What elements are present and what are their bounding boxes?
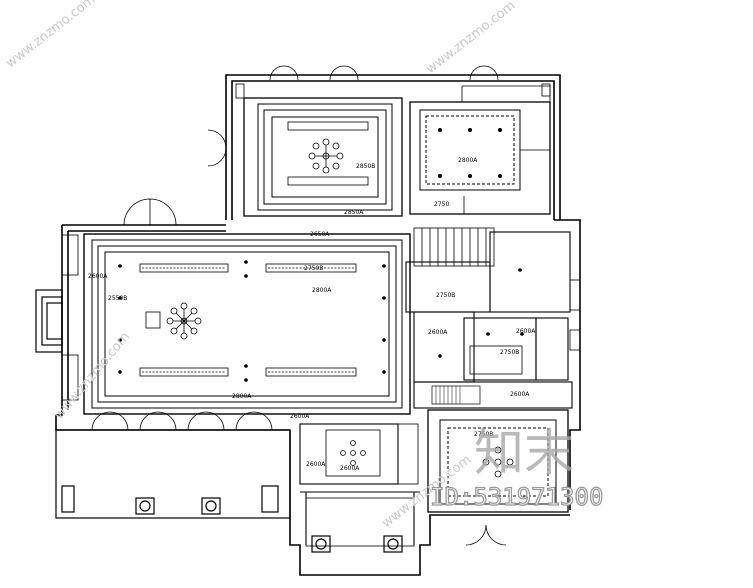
bay-window: [35, 289, 63, 353]
label-corridor-left: 2600A: [88, 273, 108, 280]
watermark-id: ID:531971300: [430, 483, 603, 511]
label-small-room: 2600A: [428, 329, 448, 336]
label-dining-edge: 2850A: [344, 209, 364, 216]
right-side-rooms: [413, 231, 573, 409]
watermark-site-2: www.znzmo.com: [423, 0, 518, 77]
chandelier-study: [482, 446, 514, 478]
label-side: 2750B: [436, 292, 455, 299]
watermark-logo: 知末: [474, 424, 574, 482]
label-corridor: 2650A: [310, 231, 330, 238]
label-bath-left: 2600A: [306, 461, 326, 468]
label-living-left: 2550B: [108, 295, 127, 302]
label-living: 2800A: [312, 287, 332, 294]
lower-middle-rooms: [299, 423, 420, 547]
label-right-mid: 2600A: [516, 328, 536, 335]
label-living-bottom: 2800A: [232, 393, 252, 400]
downlights-upper-right: [438, 128, 502, 178]
top-wall-detail: [61, 83, 581, 401]
door-swings: [91, 65, 507, 546]
label-upper-right-2: 2750: [434, 201, 449, 208]
outer-walls: [55, 74, 581, 576]
linear-light-rows: [139, 263, 357, 377]
label-study: 2750B: [474, 431, 493, 438]
label-living-top: 2750B: [304, 265, 323, 272]
chandelier-main: [145, 302, 202, 340]
living-room-ceiling: [83, 233, 411, 415]
label-toilet: 2750B: [500, 349, 519, 356]
chandelier-dining: [308, 138, 344, 174]
staircase: [405, 227, 495, 313]
room-labels: 2850B 2850A 2800A 2750 2650A 2750B 2800A…: [88, 157, 536, 472]
label-upper-right: 2800A: [458, 157, 478, 164]
downlights-living: [118, 260, 386, 382]
label-bath: 2600A: [340, 465, 360, 472]
dining-ceiling: [243, 97, 403, 217]
label-dining: 2850B: [356, 163, 375, 170]
watermark-site-1: www.znzmo.com: [3, 0, 98, 71]
terrace: [55, 429, 403, 553]
label-corridor-right: 2600A: [510, 391, 530, 398]
label-terrace: 2600A: [290, 413, 310, 420]
upper-right-room: [409, 85, 551, 215]
chandelier-bath: [340, 440, 366, 466]
downlights-right: [438, 268, 524, 358]
lower-right-room: [427, 409, 569, 513]
